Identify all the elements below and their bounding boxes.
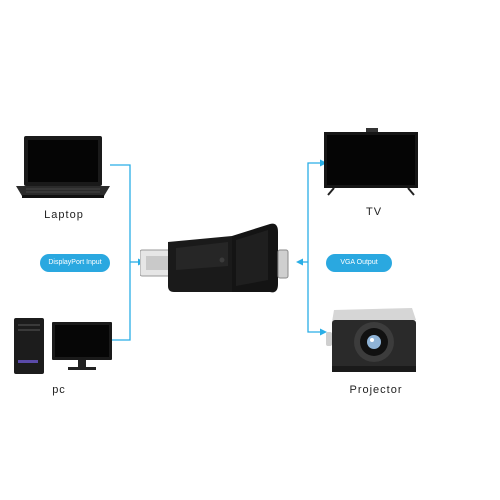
displayport-to-vga-adapter-icon xyxy=(140,223,289,293)
pc-label: pc xyxy=(52,384,66,396)
vga-output-badge: VGA Output xyxy=(326,254,392,272)
displayport-input-badge: DisplayPort Input xyxy=(40,254,110,272)
tv-label: TV xyxy=(365,206,383,218)
laptop-icon xyxy=(16,136,110,198)
tv-link-line xyxy=(307,162,322,333)
output-arrow-icon xyxy=(296,258,303,266)
projector-arrow-icon xyxy=(320,328,327,336)
tv-arrow-icon xyxy=(320,159,327,167)
projector-label: Projector xyxy=(349,384,403,396)
projector-icon xyxy=(326,308,416,372)
laptop-link-line xyxy=(110,164,131,341)
tv-icon xyxy=(324,128,418,196)
desktop-pc-icon xyxy=(14,318,112,374)
laptop-label: Laptop xyxy=(44,209,84,221)
